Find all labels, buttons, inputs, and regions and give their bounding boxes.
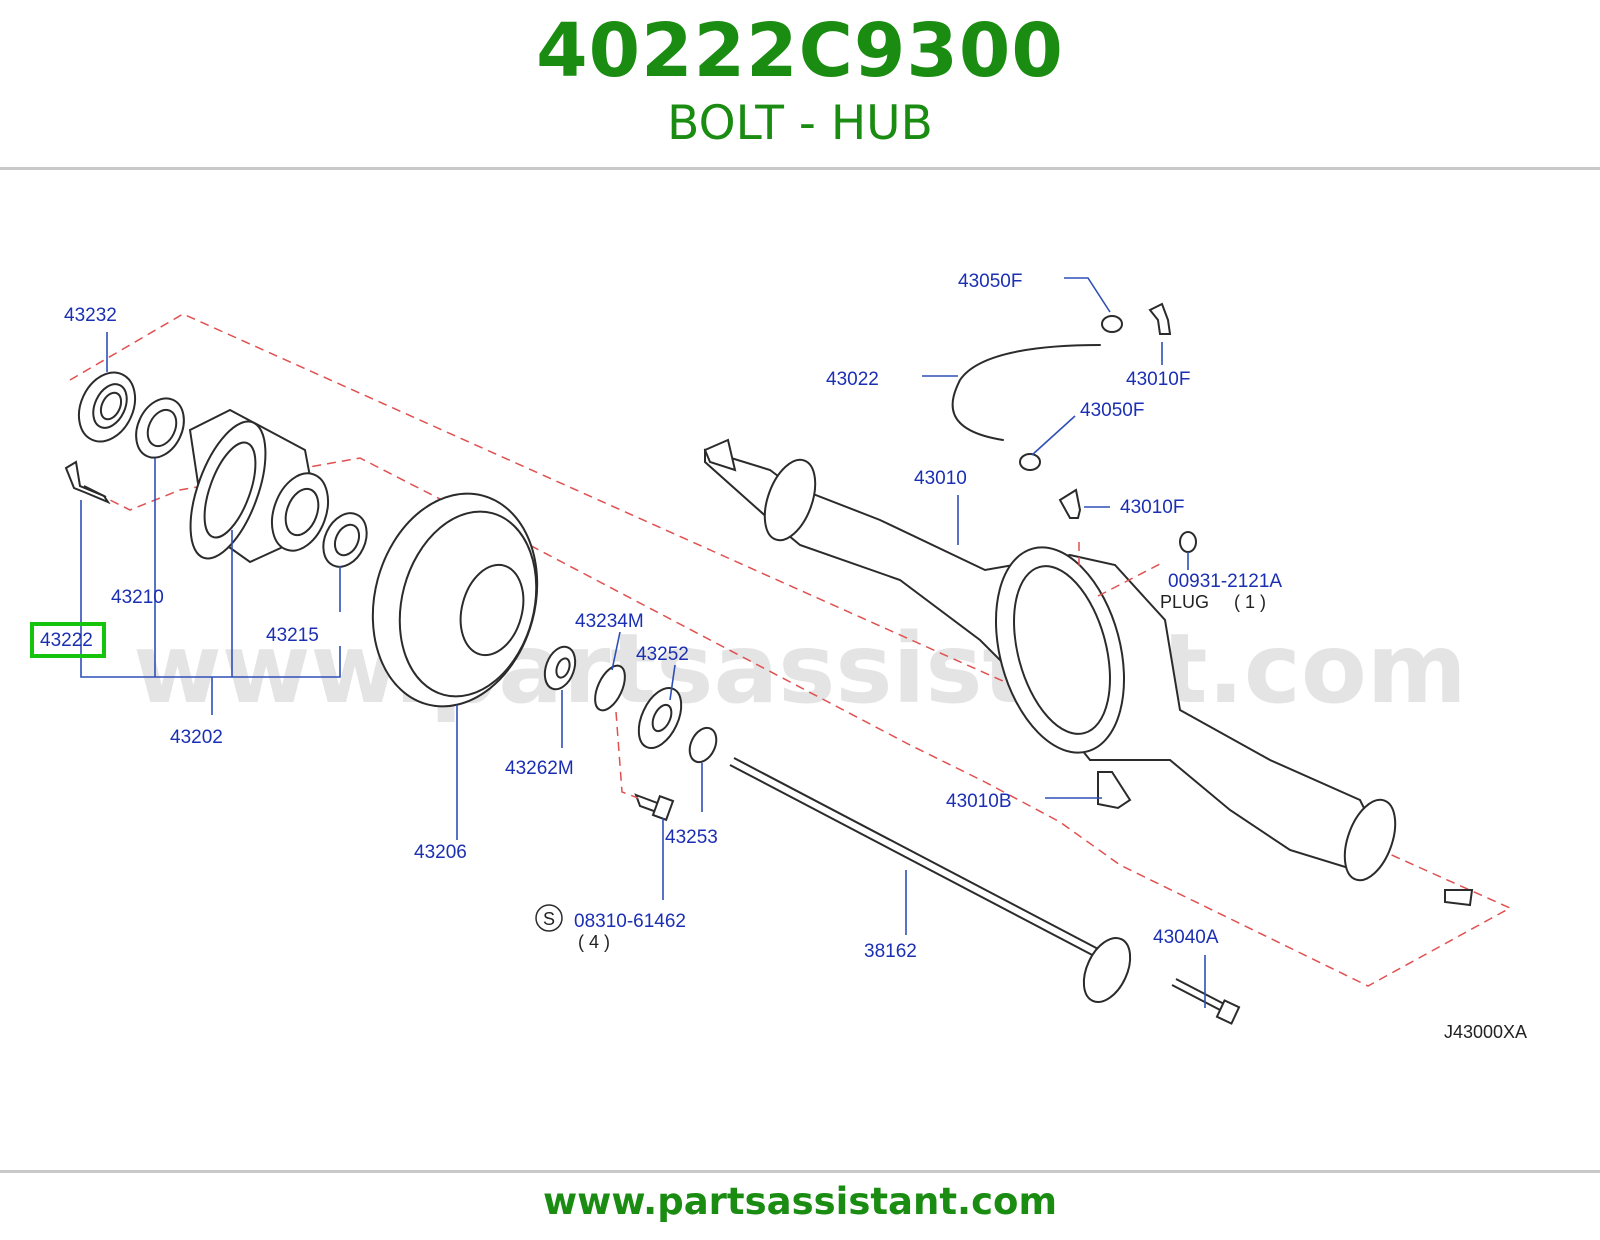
- hub-43202: [188, 408, 330, 564]
- leader-lines: [80, 277, 1206, 1008]
- o-ring: [688, 726, 718, 764]
- highlight-box: [30, 622, 106, 658]
- oil-seal-43232: [77, 371, 137, 443]
- nut-43262M: [543, 645, 577, 691]
- breather-hose-43022: [951, 344, 1101, 441]
- label-43010F-top[interactable]: 43010F: [1126, 369, 1190, 390]
- footer-divider: [0, 1170, 1600, 1173]
- label-43010B[interactable]: 43010B: [946, 791, 1012, 812]
- label-43232[interactable]: 43232: [64, 305, 117, 326]
- label-43252[interactable]: 43252: [636, 644, 689, 665]
- washer-43252: [637, 687, 683, 749]
- label-43234M[interactable]: 43234M: [575, 611, 644, 632]
- label-43202[interactable]: 43202: [170, 727, 223, 748]
- brake-drum-43206: [371, 492, 539, 708]
- bearing-43215: [322, 512, 368, 568]
- label-43253[interactable]: 43253: [665, 827, 718, 848]
- parts-diagram: www.partsassistant.com: [30, 271, 1527, 1042]
- label-08310-qty: ( 4 ): [578, 932, 610, 952]
- axle-housing-43010: [703, 438, 1474, 907]
- watermark: www.partsassistant.com: [133, 613, 1467, 725]
- label-43262M[interactable]: 43262M: [505, 758, 574, 779]
- bearing-43210: [135, 397, 185, 459]
- label-43210[interactable]: 43210: [111, 587, 164, 608]
- label-43010F-mid[interactable]: 43010F: [1120, 497, 1184, 518]
- label-43050F-mid[interactable]: 43050F: [1080, 400, 1144, 421]
- label-43222[interactable]: 43222: [40, 630, 93, 651]
- label-43040A[interactable]: 43040A: [1153, 927, 1219, 948]
- bolt-43040A: [1171, 978, 1241, 1025]
- red-dash-links: [615, 542, 1161, 799]
- plug-00931: [1179, 531, 1197, 553]
- part-name: BOLT - HUB: [667, 96, 933, 151]
- axle-shaft-38162: [729, 757, 1132, 1003]
- label-00931-2121A[interactable]: 00931-2121A: [1168, 571, 1282, 592]
- header-divider: [0, 167, 1600, 170]
- label-43215[interactable]: 43215: [266, 625, 319, 646]
- page-header: 40222C9300 BOLT - HUB: [0, 0, 1600, 170]
- label-43206[interactable]: 43206: [414, 842, 467, 863]
- hub-bolt-43222: [64, 460, 111, 505]
- part-number: 40222C9300: [536, 8, 1064, 94]
- boot-43010B: [1097, 771, 1132, 810]
- breather-fittings: [1019, 302, 1172, 519]
- s-symbol: S: [543, 909, 555, 929]
- label-43022[interactable]: 43022: [826, 369, 879, 390]
- s-symbol-circle: [535, 904, 563, 932]
- label-plug-qty: ( 1 ): [1234, 592, 1266, 612]
- lock-washer-43234M: [594, 664, 626, 712]
- assembly-outline: [69, 313, 1512, 987]
- label-plug: PLUG: [1160, 592, 1209, 612]
- label-38162[interactable]: 38162: [864, 941, 917, 962]
- bolt-43253: [634, 793, 675, 822]
- label-43010[interactable]: 43010: [914, 468, 967, 489]
- footer-url[interactable]: www.partsassistant.com: [542, 1180, 1057, 1223]
- label-43050F-top[interactable]: 43050F: [958, 271, 1022, 292]
- label-08310-61462[interactable]: 08310-61462: [574, 911, 686, 932]
- diagram-code: J43000XA: [1444, 1022, 1527, 1042]
